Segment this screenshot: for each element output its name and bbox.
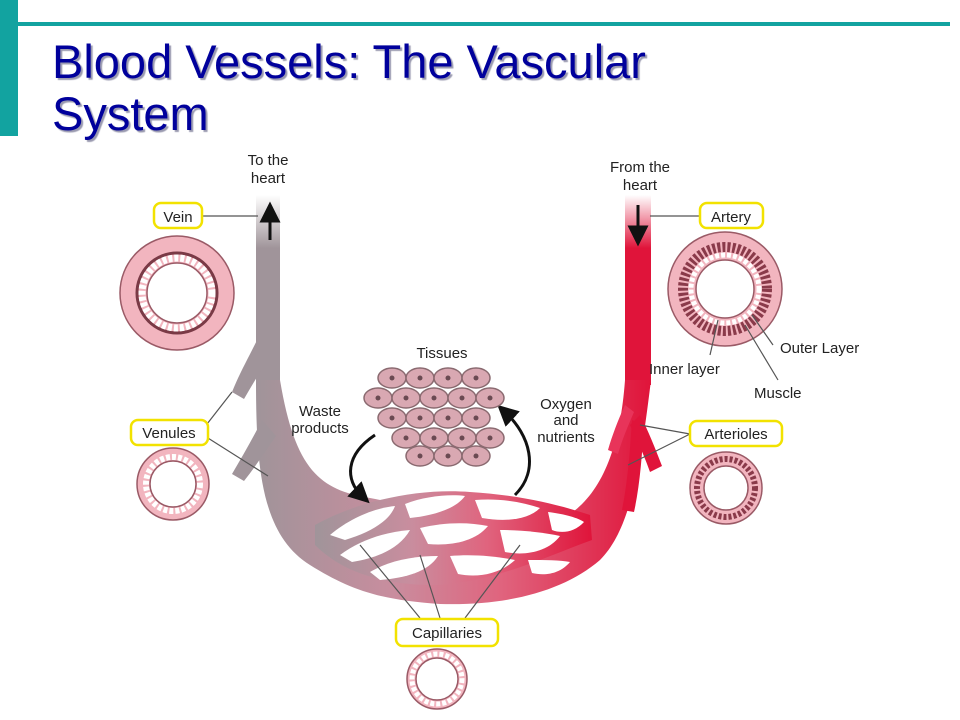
from-heart-label-2: heart	[623, 177, 658, 194]
oxygen-label-2: and	[553, 412, 578, 429]
accent-bar	[0, 0, 18, 136]
capillary-bed	[315, 491, 592, 586]
waste-arrow-icon	[347, 433, 376, 504]
label-boxes	[129, 201, 784, 648]
to-heart-label-1: To the	[248, 152, 289, 169]
slide-title: Blood Vessels: The Vascular System	[52, 36, 646, 140]
from-heart-label-1: From the	[610, 159, 670, 176]
capillaries-label: Capillaries	[412, 625, 482, 642]
arteriole-cross-section	[689, 451, 763, 525]
to-heart-label-2: heart	[251, 170, 286, 187]
waste-label-1: Waste	[299, 403, 341, 420]
tissue-cells	[363, 367, 505, 467]
muscle-label: Muscle	[754, 385, 802, 402]
venule-cross-section	[136, 447, 210, 521]
artery-label: Artery	[711, 209, 752, 226]
inner-layer-label: Inner layer	[649, 361, 720, 378]
outer-layer-label: Outer Layer	[780, 340, 859, 357]
venules-label: Venules	[142, 425, 195, 442]
oxygen-label-3: nutrients	[537, 429, 595, 446]
vein-cross-section	[119, 235, 235, 351]
top-rule	[18, 22, 950, 26]
tissues-label: Tissues	[416, 345, 467, 362]
vein-label: Vein	[163, 209, 192, 226]
waste-label-2: products	[291, 420, 349, 437]
oxygen-label-1: Oxygen	[540, 396, 592, 413]
arterioles-label: Arterioles	[704, 426, 767, 443]
artery-cross-section	[667, 231, 783, 347]
title-line-2: System	[52, 87, 209, 140]
title-line-1: Blood Vessels: The Vascular	[52, 35, 646, 88]
capillary-cross-section	[406, 648, 468, 710]
oxygen-arrow-icon	[497, 404, 531, 497]
